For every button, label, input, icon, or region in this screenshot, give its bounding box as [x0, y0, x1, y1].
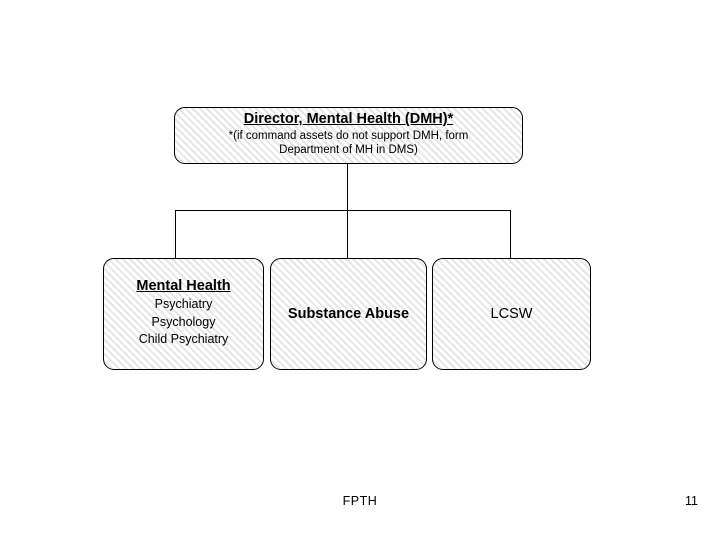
connector-director-stem: [347, 164, 348, 211]
connector-drop-mental-health: [175, 210, 176, 258]
connector-horizontal-bus: [175, 210, 511, 211]
org-node-lcsw[interactable]: LCSW: [432, 258, 591, 370]
mental-health-item-child-psychiatry: Child Psychiatry: [138, 332, 229, 346]
footer-page-number: 11: [685, 494, 698, 508]
director-subtitle-line-1: *(if command assets do not support DMH, …: [228, 130, 469, 142]
director-subtitle-line-2: Department of MH in DMS): [279, 144, 418, 156]
substance-abuse-heading: Substance Abuse: [287, 305, 410, 322]
org-node-director[interactable]: Director, Mental Health (DMH)* *(if comm…: [174, 107, 523, 164]
connector-drop-lcsw: [510, 210, 511, 258]
org-node-mental-health[interactable]: Mental Health Psychiatry Psychology Chil…: [103, 258, 264, 370]
director-title: Director, Mental Health (DMH)*: [243, 111, 454, 127]
mental-health-item-psychiatry: Psychiatry: [154, 297, 213, 311]
mental-health-item-psychology: Psychology: [151, 314, 216, 329]
org-node-substance-abuse[interactable]: Substance Abuse: [270, 258, 427, 370]
footer-center-label: FPTH: [342, 494, 378, 508]
connector-drop-substance-abuse: [347, 210, 348, 258]
mental-health-heading: Mental Health: [136, 278, 231, 294]
lcsw-heading: LCSW: [490, 305, 533, 322]
